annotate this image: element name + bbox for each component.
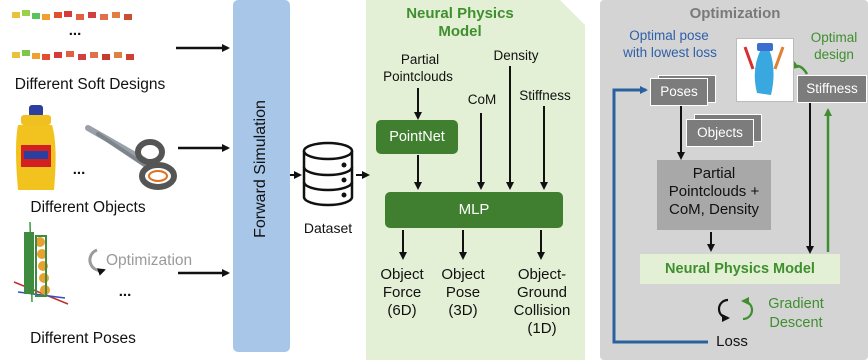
output-line: Object- bbox=[517, 266, 567, 283]
objects-ellipsis: ... bbox=[72, 161, 86, 178]
design-render-icon bbox=[743, 43, 785, 95]
pc-line1: Partial bbox=[692, 165, 736, 182]
optimal-pose-line2: with lowest loss bbox=[623, 45, 717, 60]
different-soft-designs-label: Different Soft Designs bbox=[14, 76, 166, 93]
optimal-pose-line1: Optimal pose bbox=[629, 28, 709, 43]
soft-designs-illustration bbox=[12, 10, 134, 60]
optimization-hint-label: Optimization bbox=[106, 252, 193, 269]
optimal-design-line1: Optimal bbox=[810, 30, 858, 45]
output-line: Pose bbox=[445, 284, 481, 301]
mustard-bottle-illustration bbox=[16, 105, 56, 190]
gradient-line1: Gradient bbox=[768, 296, 824, 312]
poses-ellipsis: ... bbox=[118, 283, 132, 300]
optimal-design-line2: design bbox=[814, 47, 854, 62]
output-object-ground-collision: Object- Ground Collision (1D) bbox=[502, 266, 582, 338]
pc-line2: Pointclouds + bbox=[668, 183, 760, 200]
designs-ellipsis: ... bbox=[68, 22, 82, 39]
model-title-line2: Model bbox=[438, 23, 482, 40]
output-line: (1D) bbox=[527, 320, 557, 337]
soft-design-strip-top bbox=[12, 10, 132, 20]
output-line: Object bbox=[380, 266, 424, 283]
gripper-pose-illustration bbox=[13, 222, 69, 305]
output-line: Collision bbox=[513, 302, 571, 319]
database-icon bbox=[302, 141, 354, 207]
model-title-line1: Neural Physics bbox=[406, 5, 514, 22]
output-line: (3D) bbox=[448, 302, 478, 319]
input-partial-line2: Pointclouds bbox=[383, 69, 453, 84]
output-object-force: Object Force (6D) bbox=[370, 266, 434, 320]
forward-simulation-bar bbox=[233, 0, 290, 352]
output-line: Object bbox=[441, 266, 485, 283]
different-poses-label: Different Poses bbox=[30, 330, 136, 347]
optimization-title: Optimization bbox=[689, 5, 781, 22]
output-object-pose: Object Pose (3D) bbox=[431, 266, 495, 320]
poses-card: Poses bbox=[650, 78, 708, 106]
stiffness-card: Stiffness bbox=[797, 75, 867, 103]
loss-label: Loss bbox=[716, 333, 748, 350]
input-stiffness: Stiffness bbox=[519, 88, 571, 103]
gradient-line2: Descent bbox=[769, 315, 823, 331]
output-line: Ground bbox=[516, 284, 568, 301]
input-density: Density bbox=[493, 48, 539, 63]
optimal-design-preview bbox=[736, 38, 794, 102]
output-line: Force bbox=[382, 284, 422, 301]
input-partial-line1: Partial bbox=[400, 52, 440, 67]
input-com: CoM bbox=[467, 92, 497, 107]
scissors-illustration bbox=[85, 125, 177, 190]
soft-design-strip-bottom bbox=[12, 50, 134, 60]
pointnet-block: PointNet bbox=[376, 120, 458, 154]
different-objects-label: Different Objects bbox=[30, 199, 146, 216]
objects-card: Objects bbox=[686, 119, 754, 147]
mlp-block: MLP bbox=[385, 192, 563, 228]
neural-physics-model-box: Neural Physics Model bbox=[640, 254, 840, 284]
output-line: (6D) bbox=[387, 302, 417, 319]
pointcloud-input-box: Partial Pointclouds + CoM, Density bbox=[657, 160, 771, 230]
dataset-label: Dataset bbox=[303, 220, 353, 236]
pc-line3: CoM, Density bbox=[668, 201, 760, 218]
